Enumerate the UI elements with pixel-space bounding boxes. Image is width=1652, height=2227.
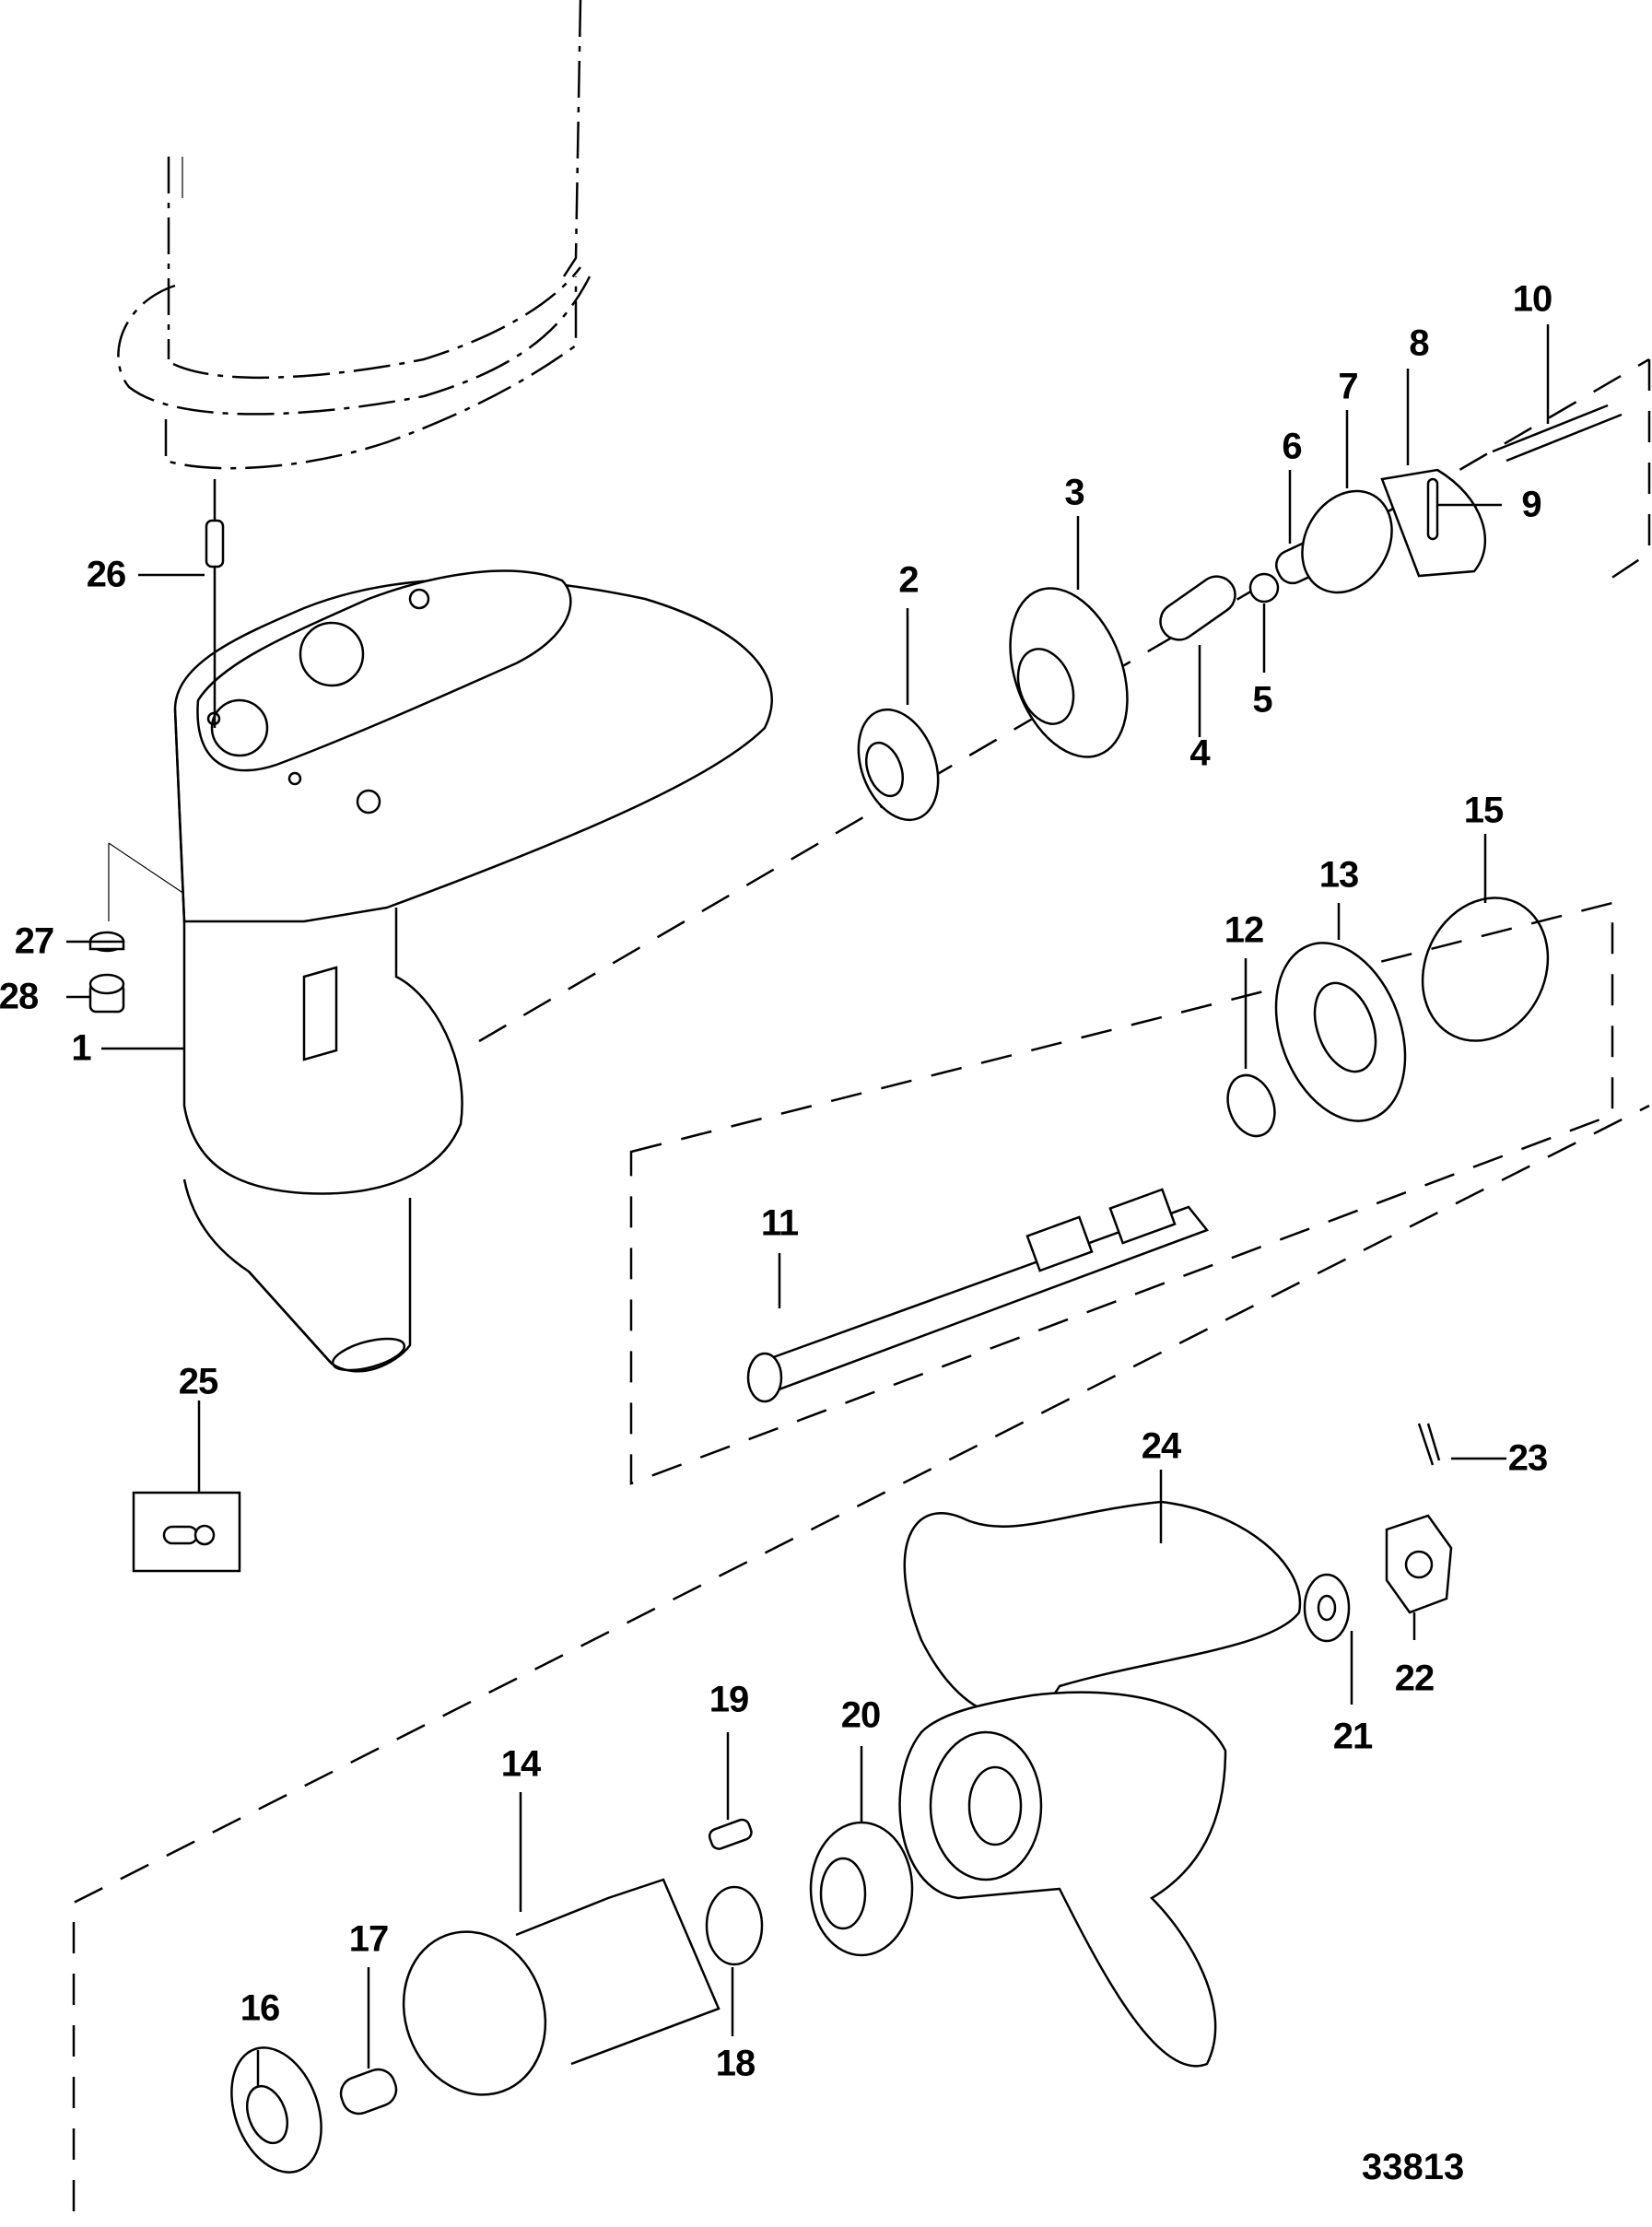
part-label-10: 10 (1512, 278, 1552, 320)
part-label-15: 15 (1463, 790, 1504, 831)
gear-housing (173, 569, 773, 1373)
stud-part (138, 479, 225, 728)
part-label-6: 6 (1282, 426, 1302, 467)
part-label-19: 19 (709, 1679, 749, 1720)
part-label-5: 5 (1252, 679, 1272, 721)
part-label-4: 4 (1189, 733, 1210, 774)
part-label-2: 2 (898, 559, 919, 601)
part-label-24: 24 (1141, 1425, 1181, 1467)
part-label-3: 3 (1064, 472, 1084, 513)
part-label-28: 28 (0, 976, 39, 1017)
part-label-23: 23 (1507, 1437, 1548, 1479)
figure-number: 33813 (1362, 2147, 1465, 2187)
part-label-17: 17 (348, 1918, 389, 1960)
washer-nut-parts (66, 842, 185, 1014)
part-label-8: 8 (1409, 322, 1429, 364)
forward-gear-assembly (857, 324, 1623, 822)
part-label-1: 1 (71, 1027, 91, 1069)
part-label-26: 26 (86, 554, 126, 595)
part-label-22: 22 (1394, 1658, 1435, 1699)
part-label-18: 18 (715, 2043, 756, 2084)
part-label-11: 11 (760, 1202, 799, 1244)
part-label-9: 9 (1521, 484, 1541, 525)
propeller-shaft-assembly (746, 834, 1550, 1403)
drain-screw-part (132, 1401, 241, 1573)
part-label-14: 14 (500, 1743, 541, 1785)
part-label-21: 21 (1332, 1716, 1373, 1757)
part-label-13: 13 (1318, 854, 1359, 896)
part-label-25: 25 (178, 1361, 218, 1402)
driveshaft-housing-phantom (117, 0, 592, 470)
part-label-20: 20 (840, 1694, 881, 1736)
part-label-16: 16 (240, 1987, 280, 2029)
part-label-27: 27 (14, 920, 54, 962)
part-label-7: 7 (1338, 366, 1358, 407)
propeller-assembly (230, 1423, 1506, 2174)
part-label-12: 12 (1224, 909, 1264, 951)
